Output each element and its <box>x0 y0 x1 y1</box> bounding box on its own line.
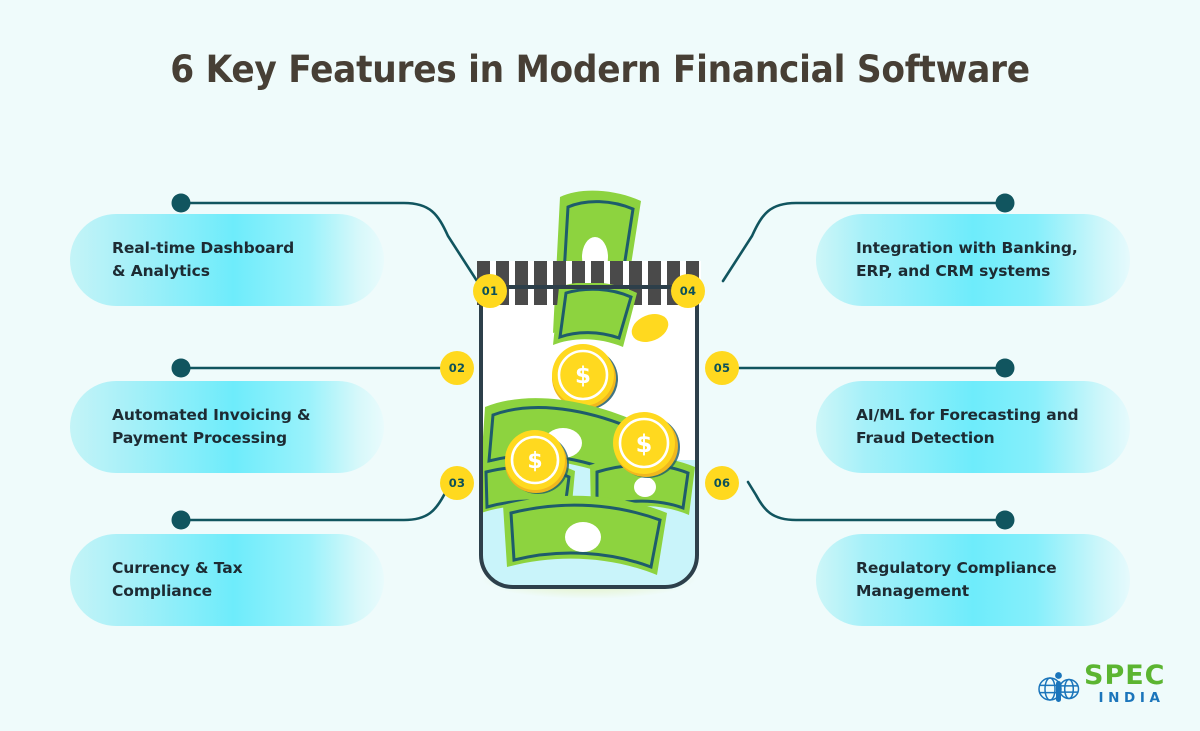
coin-left: $ <box>505 430 569 494</box>
feature-card-06-line2: Management <box>856 582 970 600</box>
coin-right: $ <box>613 412 680 478</box>
svg-text:$: $ <box>636 430 653 458</box>
feature-card-05-text: AI/ML for Forecasting and Fraud Detectio… <box>856 404 1079 450</box>
feature-card-01-text: Real-time Dashboard & Analytics <box>112 237 294 283</box>
feature-card-02-text: Automated Invoicing & Payment Processing <box>112 404 311 450</box>
connector-path-06 <box>746 480 1007 522</box>
globe-icon <box>1038 672 1080 702</box>
feature-badge-06[interactable]: 06 <box>705 466 739 500</box>
jar-contents: $ <box>481 283 695 575</box>
feature-badge-04[interactable]: 04 <box>671 274 705 308</box>
feature-card-06-line1: Regulatory Compliance <box>856 559 1057 578</box>
banknote-bottom <box>503 495 667 575</box>
feature-card-03-line1: Currency & Tax <box>112 559 243 578</box>
logo-primary-text: SPEC <box>1084 660 1166 691</box>
connector-dot-01 <box>171 193 191 213</box>
feature-badge-05[interactable]: 05 <box>705 351 739 385</box>
connector-path-03 <box>179 480 454 522</box>
svg-text:$: $ <box>575 363 591 389</box>
feature-card-01-line1: Real-time Dashboard <box>112 239 295 258</box>
feature-card-04-text: Integration with Banking, ERP, and CRM s… <box>856 237 1078 283</box>
connector-dot-06 <box>995 510 1015 530</box>
feature-card-04-line2: ERP, and CRM systems <box>856 262 1051 280</box>
money-jar-illustration: $ <box>455 175 745 600</box>
logo-secondary-text: INDIA <box>1098 690 1165 706</box>
feature-card-04[interactable]: Integration with Banking, ERP, and CRM s… <box>816 214 1130 306</box>
feature-badge-03[interactable]: 03 <box>440 466 474 500</box>
feature-badge-02[interactable]: 02 <box>440 351 474 385</box>
connector-dot-03 <box>171 510 191 530</box>
feature-card-05-line2: Fraud Detection <box>856 429 995 447</box>
spec-india-logo[interactable]: SPEC INDIA <box>1036 662 1176 720</box>
feature-card-02[interactable]: Automated Invoicing & Payment Processing <box>70 381 384 473</box>
feature-card-05-line1: AI/ML for Forecasting and <box>856 406 1079 425</box>
feature-card-05[interactable]: AI/ML for Forecasting and Fraud Detectio… <box>816 381 1130 473</box>
feature-card-06[interactable]: Regulatory Compliance Management <box>816 534 1130 626</box>
coin-upper: $ <box>552 344 618 410</box>
logo-text: SPEC INDIA <box>1084 662 1166 706</box>
banknote-upper <box>553 283 637 347</box>
banknote-bottom-oval <box>565 522 601 552</box>
connector-dot-05 <box>995 358 1015 378</box>
jar-coin-edge-small <box>631 314 669 342</box>
feature-card-03-text: Currency & Tax Compliance <box>112 557 243 603</box>
connector-dot-02 <box>171 358 191 378</box>
feature-card-02-line1: Automated Invoicing & <box>112 406 311 425</box>
feature-card-03[interactable]: Currency & Tax Compliance <box>70 534 384 626</box>
feature-card-01[interactable]: Real-time Dashboard & Analytics <box>70 214 384 306</box>
svg-text:$: $ <box>527 449 542 474</box>
feature-card-02-line2: Payment Processing <box>112 429 287 447</box>
feature-card-06-text: Regulatory Compliance Management <box>856 557 1057 603</box>
connector-dot-04 <box>995 193 1015 213</box>
feature-card-03-line2: Compliance <box>112 582 213 600</box>
page-title: 6 Key Features in Modern Financial Softw… <box>170 48 1030 91</box>
feature-card-01-line2: & Analytics <box>112 262 210 280</box>
feature-card-04-line1: Integration with Banking, <box>856 239 1078 258</box>
feature-badge-01[interactable]: 01 <box>473 274 507 308</box>
